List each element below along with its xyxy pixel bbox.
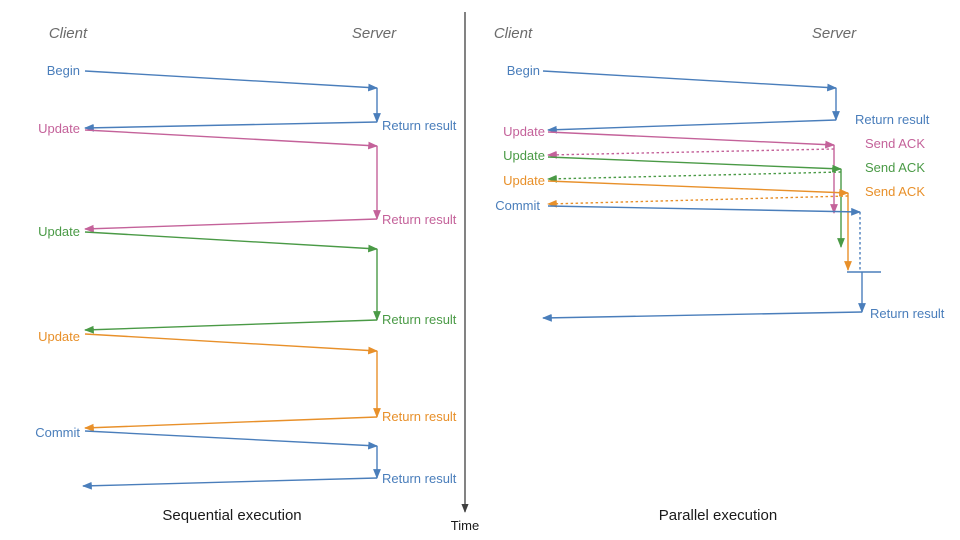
left-message-begin (84, 70, 378, 92)
right-client-label-begin: Begin (507, 63, 540, 78)
right-server-label-ack3: Send ACK (865, 184, 925, 199)
right-message-commit (547, 205, 861, 216)
left-server-label-r3: Return result (382, 312, 457, 327)
header-left-client: Client (49, 25, 88, 42)
panel-captions: Sequential execution Parallel execution (162, 507, 777, 524)
left-client-label-commit: Commit (35, 425, 80, 440)
panel-headers: Client Server Client Server (49, 25, 857, 42)
left-message-update2 (84, 231, 378, 253)
right-message-begin (542, 70, 837, 92)
left-client-label-begin: Begin (47, 63, 80, 78)
right-server-label-r2: Return result (870, 306, 945, 321)
left-message-commit-return (82, 477, 378, 490)
right-client-label-commit: Commit (495, 198, 540, 213)
right-message-update3 (547, 180, 849, 197)
left-message-update1 (84, 129, 378, 150)
left-server-label-r2: Return result (382, 212, 457, 227)
right-client-label-update1: Update (503, 124, 545, 139)
right-client-label-update2: Update (503, 148, 545, 163)
time-axis: Time (451, 12, 479, 533)
left-server-label-r5: Return result (382, 471, 457, 486)
left-message-update1-return (84, 218, 378, 233)
left-message-update3-return (84, 416, 378, 432)
right-server-label-ack1: Send ACK (865, 136, 925, 151)
left-message-update2-return (84, 319, 378, 334)
right-message-ack2 (547, 171, 842, 183)
right-message-begin-return (547, 119, 837, 134)
right-message-update2 (547, 156, 842, 173)
right-message-ack3 (547, 195, 849, 208)
right-message-commit-return (542, 311, 863, 322)
right-client-label-update3: Update (503, 173, 545, 188)
left-client-label-update1: Update (38, 121, 80, 136)
left-server-label-r4: Return result (382, 409, 457, 424)
caption-sequential: Sequential execution (162, 507, 301, 524)
left-message-update3 (84, 333, 378, 355)
left-server-label-r1: Return result (382, 118, 457, 133)
left-client-label-update2: Update (38, 224, 80, 239)
left-message-begin-return (84, 121, 378, 132)
time-axis-label: Time (451, 518, 479, 533)
left-message-commit (84, 430, 378, 450)
right-server-label-ack2: Send ACK (865, 160, 925, 175)
header-right-client: Client (494, 25, 533, 42)
right-server-label-r1: Return result (855, 112, 930, 127)
header-left-server: Server (352, 25, 397, 42)
left-client-label-update3: Update (38, 329, 80, 344)
header-right-server: Server (812, 25, 857, 42)
right-message-update1 (547, 131, 835, 149)
caption-parallel: Parallel execution (659, 507, 777, 524)
right-message-ack1 (547, 148, 835, 159)
